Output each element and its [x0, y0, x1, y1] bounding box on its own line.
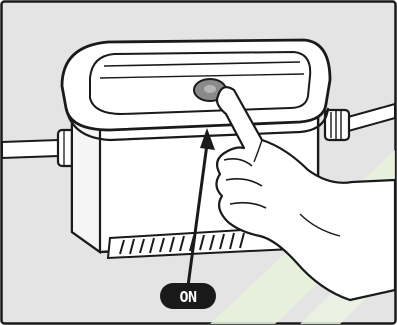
cable-connector — [325, 110, 349, 140]
on-callout-label: ON — [179, 288, 197, 306]
on-callout-badge: ON — [160, 283, 216, 309]
